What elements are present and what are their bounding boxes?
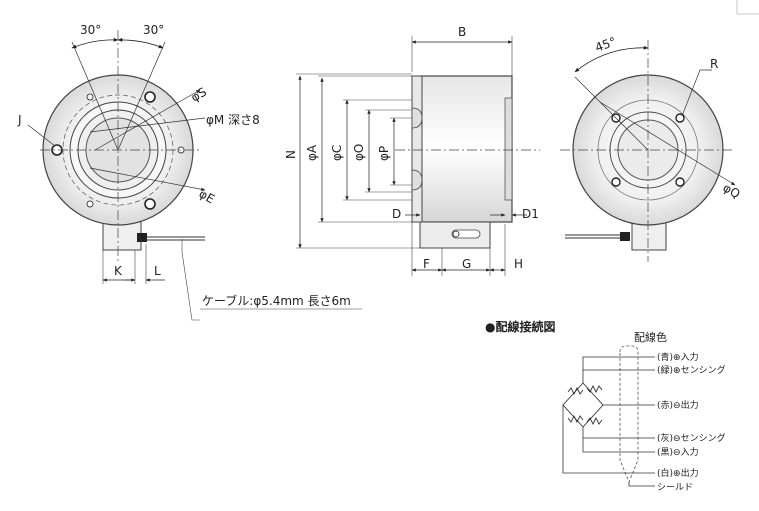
label-l: L [154,264,161,278]
label-r: R [710,57,718,71]
label-phi-c: φC [330,145,344,161]
label-phi-o: φO [352,144,366,161]
cable-label: ケーブル:φ5.4mm 長さ6m [202,293,351,308]
label-phi-q: φQ [721,180,743,201]
label-d1: D1 [522,207,539,221]
angle-label-45: 45° [593,34,618,54]
bolt-hole [144,198,156,210]
bolt-hole [144,91,156,103]
label-d: D [392,207,401,221]
label-phi-a: φA [305,144,319,161]
wire-label: シールド [657,483,693,493]
wire-label: (黒)⊖入力 [657,446,699,458]
tap-hole [611,177,621,187]
angle-label-right: 30° [143,23,164,37]
side-view: B N φA φC φO φP D D1 F G H [284,25,540,276]
tap-hole [675,113,685,123]
label-phi-s: φS [189,85,209,105]
front-view: 30° 30° J φS φM 深さ8 φE K L ケーブル:φ5.4mm 長… [17,23,362,321]
label-n: N [284,150,298,159]
wiring-diagram: ●配線接続図 配線色 (青)⊕入力 (緑)⊕センシング (赤)⊖出力 (灰)⊖セ… [485,319,726,493]
label-j: J [17,113,22,127]
wire-label: (緑)⊕センシング [657,364,726,376]
corner-frame [736,0,759,15]
wire-label: (赤)⊖出力 [657,399,699,411]
label-k: K [114,264,123,278]
label-phi-e: φE [197,186,217,206]
wiring-color-header: 配線色 [634,330,667,344]
label-phi-m: φM 深さ8 [206,113,260,127]
label-g: G [462,257,471,271]
angle-label-left: 30° [80,23,101,37]
wiring-title: ●配線接続図 [485,319,555,334]
wire-label: (青)⊕入力 [657,351,699,363]
rear-view: 45° R φQ [560,34,743,262]
label-f: F [423,257,430,271]
wire-label: (白)⊕出力 [657,467,699,479]
label-b: B [458,25,466,39]
label-h: H [514,257,523,271]
wire-label: (灰)⊖センシング [657,432,726,444]
label-phi-p: φP [377,146,391,161]
tap-hole [675,177,685,187]
